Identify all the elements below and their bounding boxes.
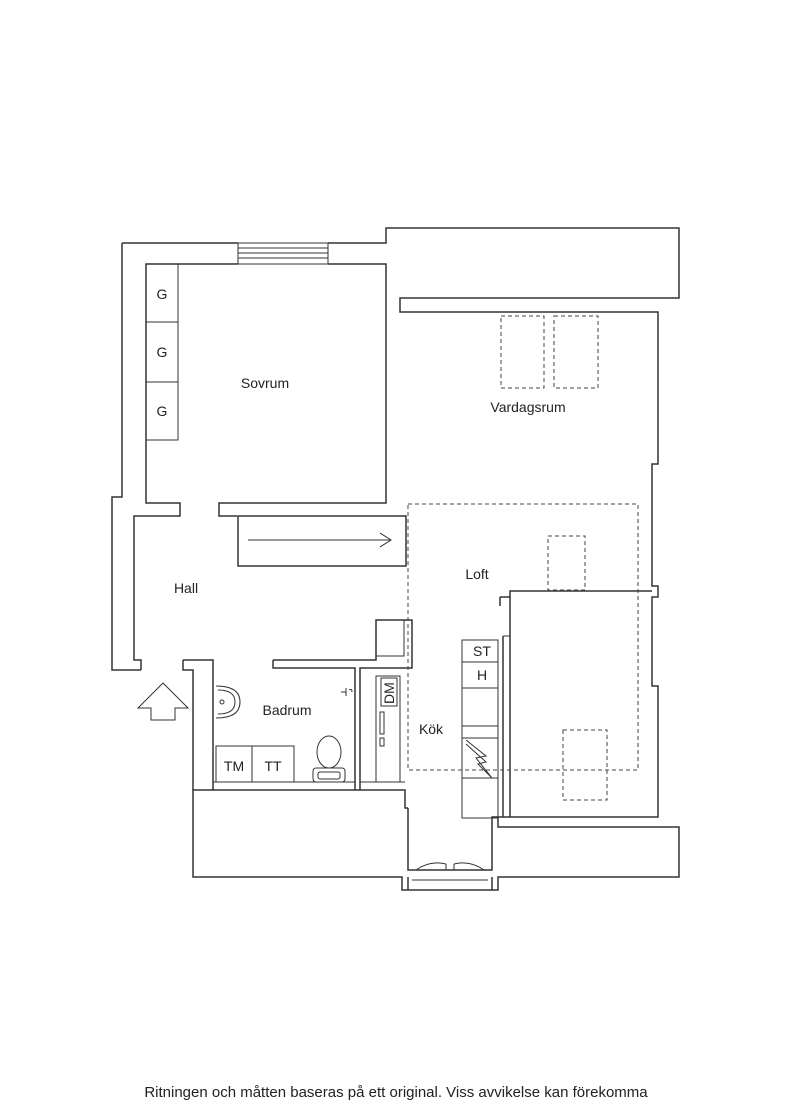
wardrobe-label-2: G <box>157 344 168 360</box>
window-bedroom <box>237 242 329 265</box>
room-label-badrum: Badrum <box>262 702 311 718</box>
room-label-sovrum: Sovrum <box>241 375 289 391</box>
room-label-hall: Hall <box>174 580 198 596</box>
entrance-arrow-icon <box>136 682 190 721</box>
bathroom-fixtures: TM TT <box>215 685 353 783</box>
outer-walls <box>111 227 680 891</box>
wardrobe-label-3: G <box>157 403 168 419</box>
shower-icon <box>341 688 353 696</box>
skylights <box>407 315 639 801</box>
kitchen-counter: ST H <box>461 639 499 819</box>
electric-symbol-icon <box>465 739 493 779</box>
dishwasher-label: DM <box>381 682 397 704</box>
kitchen-walls <box>407 590 652 890</box>
wardrobe-label-1: G <box>157 286 168 302</box>
stove-label: ST <box>473 643 491 659</box>
stair-passage <box>237 515 407 567</box>
room-label-kok: Kök <box>419 721 444 737</box>
washer-label: TM <box>224 758 244 774</box>
disclaimer-text: Ritningen och måtten baseras på ett orig… <box>144 1084 648 1101</box>
dryer-label: TT <box>264 758 282 774</box>
room-label-loft: Loft <box>465 566 488 582</box>
hood-label: H <box>477 667 487 683</box>
dishwasher-cabinet: DM <box>375 675 401 783</box>
window-kitchen <box>408 862 492 881</box>
room-label-vardagsrum: Vardagsrum <box>490 399 565 415</box>
sink-icon <box>215 685 241 719</box>
wardrobe: G G G <box>145 263 179 441</box>
toilet-icon <box>312 735 346 783</box>
